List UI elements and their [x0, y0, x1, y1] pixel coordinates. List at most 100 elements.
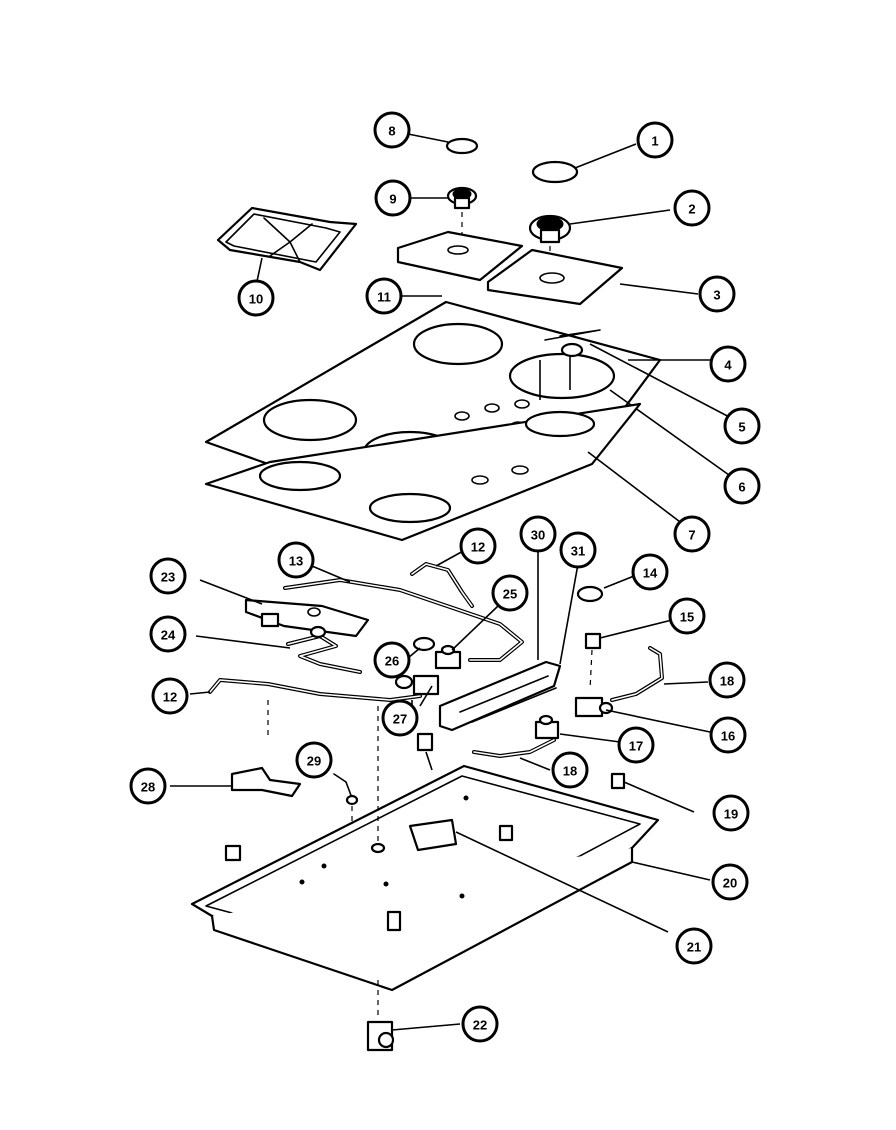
part-manifold — [438, 552, 579, 732]
callout-circle — [149, 557, 187, 595]
callout-number: 18 — [720, 674, 734, 689]
callout-circle — [673, 189, 711, 227]
callout-circle — [673, 515, 711, 553]
part-burner-base-plates — [396, 230, 699, 306]
callout-number: 24 — [161, 628, 176, 643]
part-gas-tube-18-lower — [416, 732, 556, 771]
callout-28: 28 — [129, 767, 167, 805]
callout-8: 8 — [373, 111, 411, 149]
part-cooktop-frame — [204, 402, 689, 542]
callout-number: 22 — [473, 1018, 487, 1033]
callout-circle — [381, 699, 419, 737]
callout-number: 2 — [688, 202, 695, 217]
callout-circle — [675, 927, 713, 965]
part-gas-tube-24 — [195, 625, 362, 674]
callout-circle — [151, 677, 189, 715]
callout-number: 18 — [563, 764, 577, 779]
callout-number: 16 — [721, 729, 735, 744]
callout-circle — [149, 615, 187, 653]
callout-18: 18 — [551, 751, 589, 789]
part-large-burner-cap — [531, 160, 579, 184]
callout-circle — [129, 767, 167, 805]
part-clip-19 — [610, 772, 695, 813]
callout-number: 4 — [724, 358, 732, 373]
callout-circle — [709, 716, 747, 754]
callout-16: 16 — [709, 716, 747, 754]
part-valve-bracket — [199, 579, 370, 638]
callout-number: 12 — [471, 540, 485, 555]
callout-circle — [723, 467, 761, 505]
callout-circle — [709, 345, 747, 383]
callout-1: 1 — [636, 121, 674, 159]
part-small-burner-head — [446, 186, 478, 246]
callout-5: 5 — [723, 407, 761, 445]
callout-circle — [365, 277, 403, 315]
callout-number: 20 — [723, 876, 737, 891]
callout-number: 25 — [503, 587, 517, 602]
callout-number: 3 — [713, 288, 720, 303]
callout-circle — [551, 751, 589, 789]
callout-number: 11 — [377, 290, 391, 305]
part-grate — [216, 206, 358, 287]
callout-11: 11 — [365, 277, 403, 315]
callout-circle — [559, 531, 597, 569]
callout-number: 29 — [307, 754, 321, 769]
callout-circle — [237, 279, 275, 317]
callout-2: 2 — [673, 189, 711, 227]
callout-31: 31 — [559, 531, 597, 569]
callout-number: 1 — [651, 134, 658, 149]
part-gas-tube-13 — [283, 565, 524, 662]
callout-4: 4 — [709, 345, 747, 383]
callout-7: 7 — [673, 515, 711, 553]
part-bracket-28 — [170, 766, 302, 798]
callout-20: 20 — [711, 863, 749, 901]
callout-number: 12 — [163, 690, 177, 705]
part-valve-17 — [534, 714, 621, 743]
callout-17: 17 — [617, 726, 655, 764]
callout-circle — [373, 641, 411, 679]
callout-circle — [712, 794, 750, 832]
callout-27: 27 — [381, 699, 419, 737]
callout-number: 13 — [289, 554, 303, 569]
callout-number: 10 — [249, 292, 263, 307]
callout-circle — [723, 407, 761, 445]
callout-circle — [461, 1005, 499, 1043]
callout-circle — [519, 515, 557, 553]
callout-circle — [711, 863, 749, 901]
callout-6: 6 — [723, 467, 761, 505]
part-gas-tube-12-lower — [208, 678, 422, 702]
part-valve-26 — [412, 636, 436, 652]
part-burner-box — [190, 700, 711, 992]
callout-23: 23 — [149, 557, 187, 595]
part-regulator — [366, 910, 461, 1052]
part-control-module — [224, 818, 669, 933]
callout-circle — [631, 553, 669, 591]
callout-number: 21 — [687, 940, 701, 955]
part-small-burner-cap — [445, 137, 479, 155]
callout-number: 6 — [738, 480, 745, 495]
callout-circle — [636, 121, 674, 159]
callout-number: 30 — [531, 528, 545, 543]
callout-number: 31 — [571, 544, 585, 559]
callout-number: 19 — [724, 807, 738, 822]
part-valve-27 — [394, 674, 440, 706]
callout-21: 21 — [675, 927, 713, 965]
callout-number: 17 — [629, 739, 643, 754]
callout-number: 14 — [643, 566, 658, 581]
part-valve-25 — [434, 605, 499, 670]
callout-circle — [295, 741, 333, 779]
callout-18: 18 — [708, 661, 746, 699]
callout-number: 26 — [385, 654, 399, 669]
callout-number: 7 — [688, 528, 695, 543]
part-fitting-15 — [584, 619, 673, 691]
callout-circle — [617, 726, 655, 764]
callout-15: 15 — [668, 597, 706, 635]
callout-30: 30 — [519, 515, 557, 553]
callout-12: 12 — [151, 677, 189, 715]
callout-circle — [491, 574, 529, 612]
part-gas-tube-18-right — [610, 646, 709, 702]
callout-14: 14 — [631, 553, 669, 591]
callout-circle — [373, 111, 411, 149]
